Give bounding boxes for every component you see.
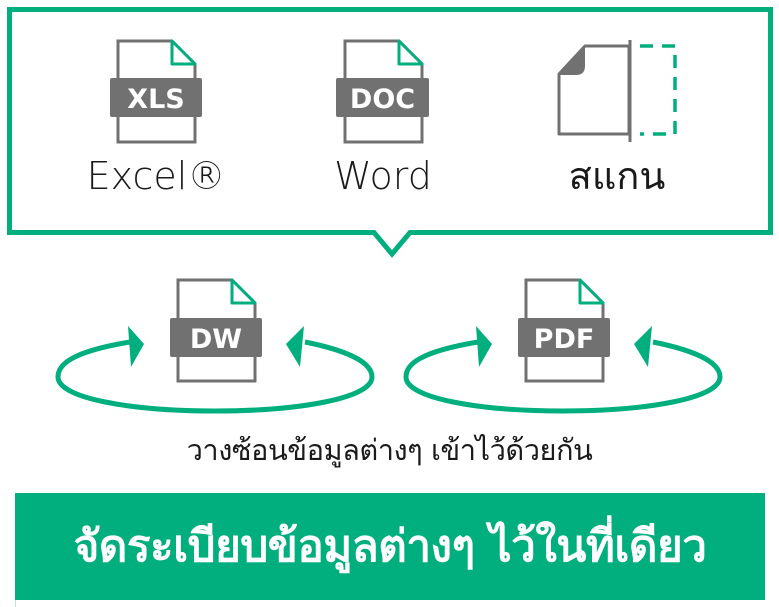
scan-label: สแกน bbox=[568, 154, 666, 198]
dw-file-icon: DW bbox=[170, 278, 262, 383]
scan-document-icon bbox=[557, 40, 677, 142]
overlay-caption: วางซ้อนข้อมูลต่างๆ เข้าไว้ด้วยกัน bbox=[186, 433, 593, 467]
dw-badge: DW bbox=[190, 324, 242, 355]
doc-badge: DOC bbox=[350, 84, 415, 115]
xls-badge: XLS bbox=[127, 84, 184, 115]
xls-file-icon: XLS bbox=[110, 39, 202, 144]
doc-file-icon: DOC bbox=[336, 39, 429, 144]
headline-banner: จัดระเบียบข้อมูลต่างๆ ไว้ในที่เดียว bbox=[15, 493, 765, 600]
arrow-right-icon bbox=[128, 326, 144, 367]
arrow-left-icon bbox=[286, 326, 304, 367]
arrow-left-icon bbox=[634, 326, 652, 367]
overlay-loop-right bbox=[403, 326, 723, 414]
word-label: Word bbox=[334, 154, 432, 198]
banner-edge-line bbox=[15, 600, 16, 607]
arrow-right-icon bbox=[476, 326, 492, 367]
overlay-loop-left bbox=[55, 326, 375, 414]
pdf-file-icon: PDF bbox=[518, 278, 610, 383]
excel-label: Excel® bbox=[86, 154, 226, 198]
headline-text: จัดระเบียบข้อมูลต่างๆ ไว้ในที่เดียว bbox=[73, 520, 708, 572]
pdf-badge: PDF bbox=[534, 324, 595, 355]
